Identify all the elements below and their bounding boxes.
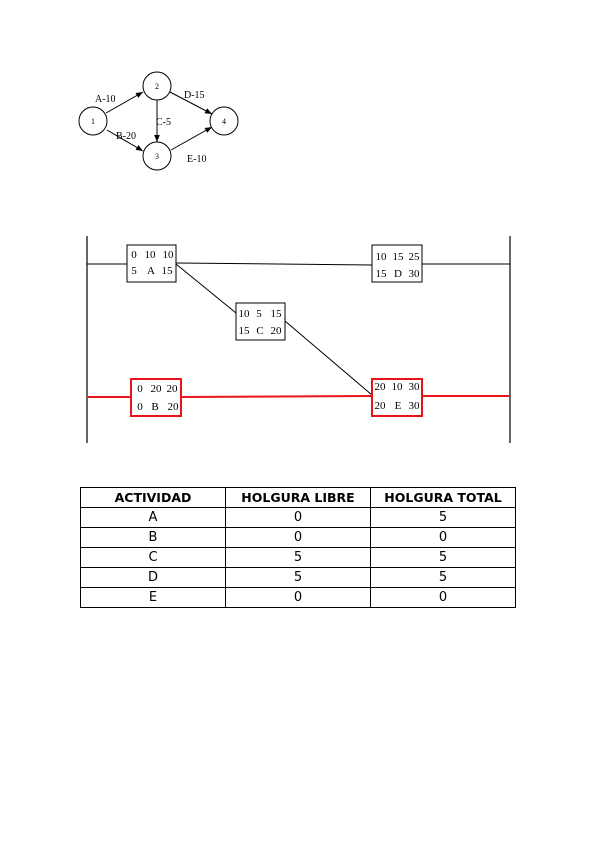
activity-a-name: A (147, 265, 155, 277)
activity-box-e[interactable]: 20 10 30 20 E 30 (371, 378, 423, 417)
node-1: 1 (78, 106, 108, 136)
activity-d-ef: 25 (409, 251, 421, 263)
schedule-diagram: 0 10 10 5 A 15 10 15 25 15 D 30 10 5 15 … (86, 236, 511, 443)
activity-e-ef: 30 (409, 381, 421, 393)
activity-a-lf: 15 (162, 265, 174, 277)
cell-free-slack: 5 (225, 547, 371, 568)
activity-b-lf: 20 (168, 401, 180, 413)
activity-e-ls: 20 (375, 400, 387, 412)
cell-free-slack: 0 (225, 527, 371, 548)
arc-label-d: D-15 (184, 90, 205, 101)
activity-c-lf: 20 (271, 325, 283, 337)
cell-total-slack: 5 (370, 567, 516, 588)
activity-box-b[interactable]: 0 20 20 0 B 20 (130, 378, 182, 417)
connector-c-e (284, 320, 373, 396)
activity-b-duration: 20 (151, 383, 163, 395)
activity-b-ls: 0 (137, 401, 143, 413)
activity-e-name: E (395, 400, 402, 412)
activity-a-ls: 5 (131, 265, 137, 277)
arc-1-2 (105, 91, 144, 114)
cell-activity: A (80, 507, 226, 528)
arc-label-a: A-10 (95, 94, 116, 105)
critical-line-b-e[interactable] (180, 395, 373, 398)
arc-2-4 (169, 91, 213, 115)
node-3: 3 (142, 141, 172, 171)
arc-3-4 (170, 126, 213, 151)
header-holgura-libre: HOLGURA LIBRE (225, 487, 371, 508)
cell-activity: E (80, 587, 226, 608)
activity-b-ef: 20 (167, 383, 179, 395)
table-row: E 0 0 (80, 587, 516, 608)
activity-box-d[interactable]: 10 15 25 15 D 30 (371, 244, 423, 283)
cell-free-slack: 0 (225, 507, 371, 528)
table-row: B 0 0 (80, 527, 516, 548)
arc-label-c: C-5 (156, 117, 171, 128)
activity-c-name: C (256, 325, 263, 337)
node-3-label: 3 (155, 152, 159, 161)
node-1-label: 1 (91, 117, 95, 126)
node-4: 4 (209, 106, 239, 136)
table-row: C 5 5 (80, 547, 516, 568)
activity-c-duration: 5 (256, 308, 262, 320)
activity-e-duration: 10 (392, 381, 404, 393)
arc-label-b: B-20 (116, 131, 136, 142)
connector-a-d (175, 262, 373, 266)
cell-activity: D (80, 567, 226, 588)
activity-d-lf: 30 (409, 268, 421, 280)
activity-c-es: 10 (239, 308, 251, 320)
activity-b-name: B (151, 401, 158, 413)
connector-a-c (175, 263, 237, 314)
cell-activity: C (80, 547, 226, 568)
activity-d-es: 10 (376, 251, 388, 263)
cell-free-slack: 0 (225, 587, 371, 608)
cell-total-slack: 5 (370, 547, 516, 568)
activity-e-lf: 30 (409, 400, 421, 412)
slack-table: ACTIVIDAD HOLGURA LIBRE HOLGURA TOTAL A … (80, 487, 516, 608)
table-row: D 5 5 (80, 567, 516, 588)
cell-total-slack: 5 (370, 507, 516, 528)
node-2: 2 (142, 71, 172, 101)
arc-label-e: E-10 (187, 154, 206, 165)
cell-total-slack: 0 (370, 587, 516, 608)
node-2-label: 2 (155, 82, 159, 91)
table-header-row: ACTIVIDAD HOLGURA LIBRE HOLGURA TOTAL (80, 487, 516, 508)
arc-1-3 (106, 129, 144, 152)
cell-total-slack: 0 (370, 527, 516, 548)
activity-e-es: 20 (375, 381, 387, 393)
node-4-label: 4 (222, 117, 226, 126)
activity-b-es: 0 (137, 383, 143, 395)
activity-d-duration: 15 (393, 251, 405, 263)
activity-box-a[interactable]: 0 10 10 5 A 15 (126, 244, 177, 283)
header-actividad: ACTIVIDAD (80, 487, 226, 508)
activity-a-duration: 10 (145, 249, 157, 261)
activity-a-es: 0 (131, 249, 137, 261)
cell-free-slack: 5 (225, 567, 371, 588)
activity-a-ef: 10 (163, 249, 175, 261)
activity-box-c[interactable]: 10 5 15 15 C 20 (235, 302, 286, 341)
table-row: A 0 5 (80, 507, 516, 528)
activity-c-ef: 15 (271, 308, 283, 320)
activity-c-ls: 15 (239, 325, 251, 337)
network-diagram: A-10 B-20 C-5 D-15 E-10 1 2 3 4 (78, 71, 239, 171)
activity-d-name: D (394, 268, 402, 280)
header-holgura-total: HOLGURA TOTAL (370, 487, 516, 508)
activity-d-ls: 15 (376, 268, 388, 280)
cell-activity: B (80, 527, 226, 548)
